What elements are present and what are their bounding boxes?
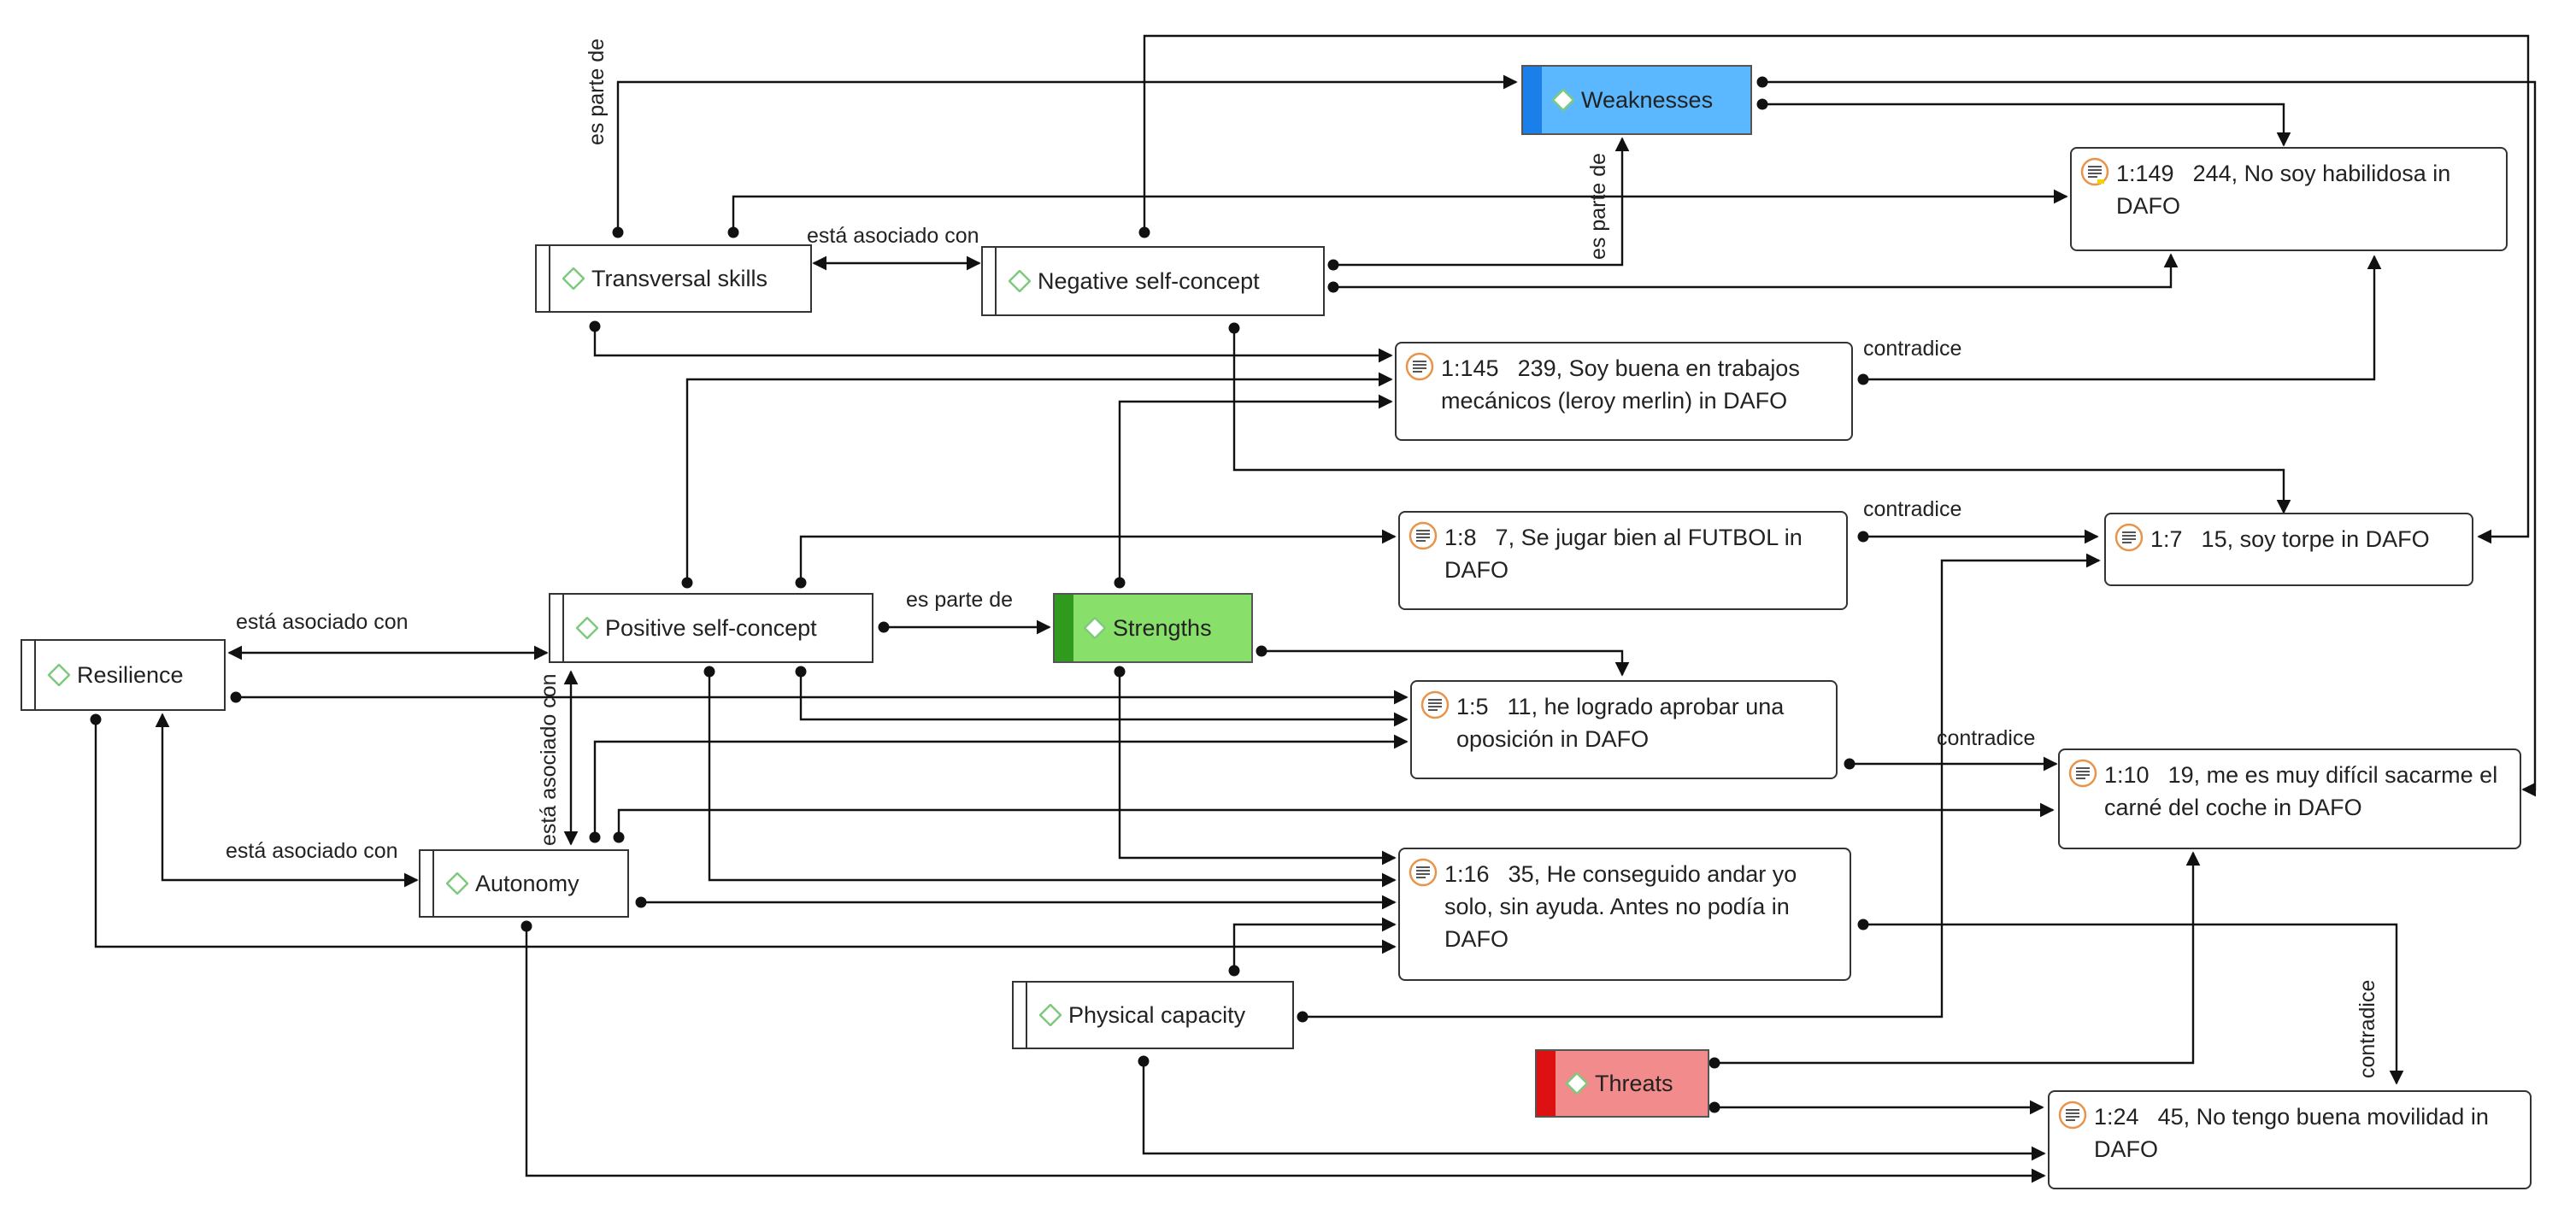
edge-label-esta-asociado-con: está asociado con: [537, 673, 561, 846]
quote-text: 239, Soy buena en trabajos mecánicos (le…: [1441, 355, 1800, 414]
quote-ref: 1:24: [2094, 1104, 2139, 1130]
quote-text: 11, he logrado aprobar una oposición in …: [1456, 694, 1785, 752]
code-diamond-icon: [576, 617, 598, 639]
link-negative-q149: [1327, 253, 2179, 293]
code-label: Strengths: [1113, 614, 1212, 641]
link-q145-q149: [1857, 255, 2382, 385]
color-stripe: [1537, 1051, 1556, 1116]
quote-ref: 1:8: [1444, 525, 1477, 550]
quote-1-7[interactable]: 1:7 15, soy torpe in DAFO: [2104, 513, 2473, 586]
quote-ref: 1:5: [1456, 694, 1489, 719]
code-transversal-skills[interactable]: Transversal skills: [535, 244, 812, 313]
link-strengths-q5: [1256, 645, 1630, 677]
code-diamond-icon: [562, 267, 585, 290]
code-diamond-icon: [1084, 617, 1106, 639]
quote-text: 244, No soy habilidosa in DAFO: [2116, 161, 2451, 219]
code-label: Negative self-concept: [1038, 267, 1260, 294]
link-strengths-q16: [1114, 666, 1397, 866]
color-stripe: [1523, 67, 1542, 133]
link-autonomy-q24: [520, 920, 2046, 1183]
edge-label-esta-asociado-con: está asociado con: [807, 224, 979, 248]
quote-text: 19, me es muy difícil sacarme el carné d…: [2104, 762, 2498, 820]
quote-ref: 1:7: [2150, 526, 2183, 552]
code-label: Autonomy: [475, 870, 579, 896]
link-positive-q8: [795, 529, 1397, 589]
quote-icon: [2058, 1101, 2087, 1130]
code-strengths[interactable]: Strengths: [1053, 593, 1253, 663]
quote-icon: [1409, 521, 1438, 550]
code-label: Transversal skills: [591, 265, 768, 291]
code-label: Weaknesses: [1581, 86, 1714, 113]
link-transversal-q145: [589, 320, 1393, 363]
link-strengths-q145: [1114, 394, 1393, 589]
quote-ref: 1:10: [2104, 762, 2150, 788]
code-autonomy[interactable]: Autonomy: [419, 849, 629, 918]
quote-text: 45, No tengo buena movilidad in DAFO: [2094, 1104, 2489, 1162]
code-diamond-icon: [48, 664, 70, 686]
quote-icon: [1409, 858, 1438, 887]
quote-text: 15, soy torpe in DAFO: [2201, 526, 2430, 552]
edge-label-contradice: contradice: [1863, 337, 1962, 361]
code-positive-self-concept[interactable]: Positive self-concept: [549, 593, 873, 663]
quote-text: 7, Se jugar bien al FUTBOL in DAFO: [1444, 525, 1803, 583]
link-weaknesses-q10: [1756, 76, 2537, 797]
quote-icon: [1420, 690, 1450, 719]
code-label: Threats: [1595, 1070, 1673, 1096]
edge-label-es-parte-de: es parte de: [1586, 152, 1610, 260]
quote-ref: 1:145: [1441, 355, 1499, 381]
color-stripe: [1055, 595, 1073, 661]
link-q16-q24: [1857, 919, 2404, 1085]
code-diamond-icon: [1552, 89, 1574, 111]
code-diamond-icon: [1039, 1004, 1062, 1026]
link-transversal-weaknesses: [612, 74, 1518, 238]
code-diamond-icon: [1009, 270, 1031, 292]
code-negative-self-concept[interactable]: Negative self-concept: [981, 246, 1325, 316]
quote-icon: [2114, 523, 2144, 552]
edge-label-contradice: contradice: [1863, 497, 1962, 521]
quote-ref: 1:16: [1444, 861, 1490, 887]
code-label: Resilience: [77, 661, 184, 688]
code-diamond-icon: [1566, 1072, 1588, 1095]
edge-label-es-parte-de: es parte de: [906, 588, 1014, 612]
edge-label-esta-asociado-con: está asociado con: [236, 610, 409, 634]
edge-label-contradice: contradice: [1937, 726, 2036, 750]
quote-icon: [2080, 157, 2109, 186]
edge-label-esta-asociado-con: está asociado con: [226, 839, 398, 863]
link-autonomy-q10: [613, 802, 2055, 843]
quote-text: 35, He conseguido andar yo solo, sin ayu…: [1444, 861, 1797, 952]
quote-icon: [1405, 352, 1434, 381]
quote-icon: [2068, 759, 2097, 788]
link-negative-weaknesses: [1327, 137, 1630, 271]
code-weaknesses[interactable]: Weaknesses: [1521, 65, 1752, 135]
link-autonomy-q5: [589, 734, 1409, 843]
edge-label-es-parte-de: es parte de: [585, 38, 609, 145]
code-label: Positive self-concept: [605, 614, 817, 641]
link-positive-q145: [681, 372, 1393, 589]
link-positive-q16: [703, 666, 1397, 888]
quote-ref: 1:149: [2116, 161, 2174, 186]
code-resilience[interactable]: Resilience: [21, 639, 226, 711]
link-resilience-q16: [90, 713, 1397, 954]
code-physical-capacity[interactable]: Physical capacity: [1012, 981, 1294, 1049]
code-diamond-icon: [446, 872, 468, 895]
link-weaknesses-q149: [1756, 98, 2291, 147]
code-label: Physical capacity: [1068, 1001, 1246, 1028]
edge-label-contradice: contradice: [2355, 979, 2379, 1078]
link-positive-q5: [795, 666, 1409, 727]
code-threats[interactable]: Threats: [1535, 1049, 1709, 1118]
